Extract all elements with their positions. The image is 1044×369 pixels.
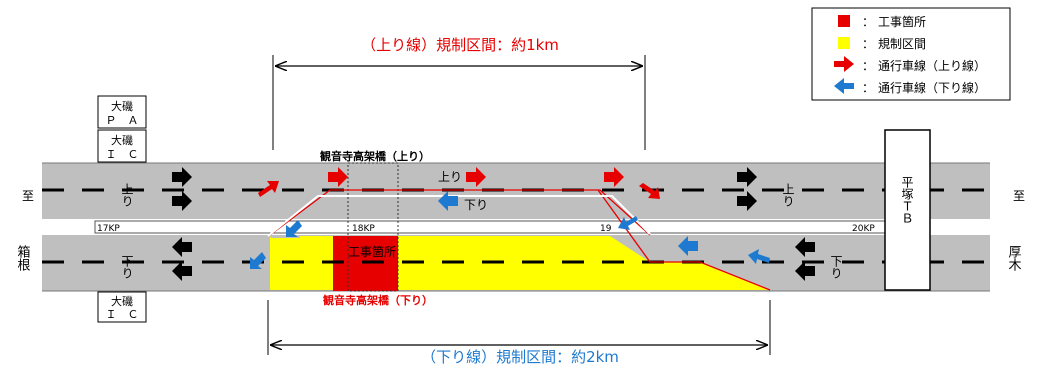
pa-box [97,95,147,129]
upline-arrows-black [172,167,757,211]
right-dest-name: 厚木 [1006,245,1022,271]
legend-work-text: 工事箇所 [878,15,926,29]
work-site-label: 工事箇所 [348,245,396,259]
toll-barrier-box [884,129,931,291]
downline-travel-arrows [250,191,770,269]
ic-bottom-type: Ｉ Ｃ [106,308,139,321]
lane-label-up-mid: 上り [438,170,462,184]
toll-barrier-label: 平塚ＴＢ [900,176,914,224]
legend-upline-arrow-icon [834,56,854,72]
right-dest-to: 至 [1013,189,1025,203]
pa-type: Ｐ Ａ [106,114,139,127]
legend-restricted-text: 規制区間 [878,36,926,51]
lane-label-down-right: 下り [829,255,843,279]
left-dest-to: 至 [22,189,34,203]
bridge-lower-label: 観音寺高架橋（下り） [323,293,433,307]
downline-arrows-black [172,237,815,281]
kp-18: 18KP [352,224,375,234]
legend-sep-2: ： [862,37,874,51]
lane-label-up-left: 上り [120,183,134,207]
ic-top-type: Ｉ Ｃ [106,148,139,161]
legend-sep-1: ： [862,15,874,29]
ic-top-name: 大磯 [111,133,133,147]
legend-downline-arrow-icon [834,78,854,94]
legend: ： 工事箇所 ： 規制区間 ： 通行車線（上り線） ： 通行車線（下り線） [834,15,986,95]
legend-restricted-swatch [838,37,850,49]
lane-label-down-mid: 下り [464,198,488,212]
upper-restriction-boundary [269,189,651,236]
lower-range-label: （下り線）規制区間：約2km [421,348,619,366]
ic-bottom-box [97,291,147,323]
kp-17: 17KP [97,224,120,234]
lane-label-up-right: 上り [781,183,795,207]
ic-bottom-name: 大磯 [111,294,133,308]
bridge-extent [347,162,399,292]
lane-label-down-left: 下り [120,255,134,279]
legend-work-swatch [838,15,850,27]
legend-sep-4: ： [862,81,874,95]
ic-top-box [97,129,147,163]
upline-travel-arrows [258,167,660,199]
kp-20: 20KP [852,224,875,234]
pa-name: 大磯 [111,99,133,113]
kp-19: 19 [600,224,612,234]
legend-upline-text: 通行車線（上り線） [878,58,986,73]
legend-sep-3: ： [862,59,874,73]
median-strip [94,220,886,234]
upper-range-label: （上り線）規制区間：約1km [361,36,559,54]
legend-downline-text: 通行車線（下り線） [878,80,986,95]
bridge-upper-label: 観音寺高架橋（上り） [320,149,430,163]
left-dest-name: 箱根 [15,244,31,271]
